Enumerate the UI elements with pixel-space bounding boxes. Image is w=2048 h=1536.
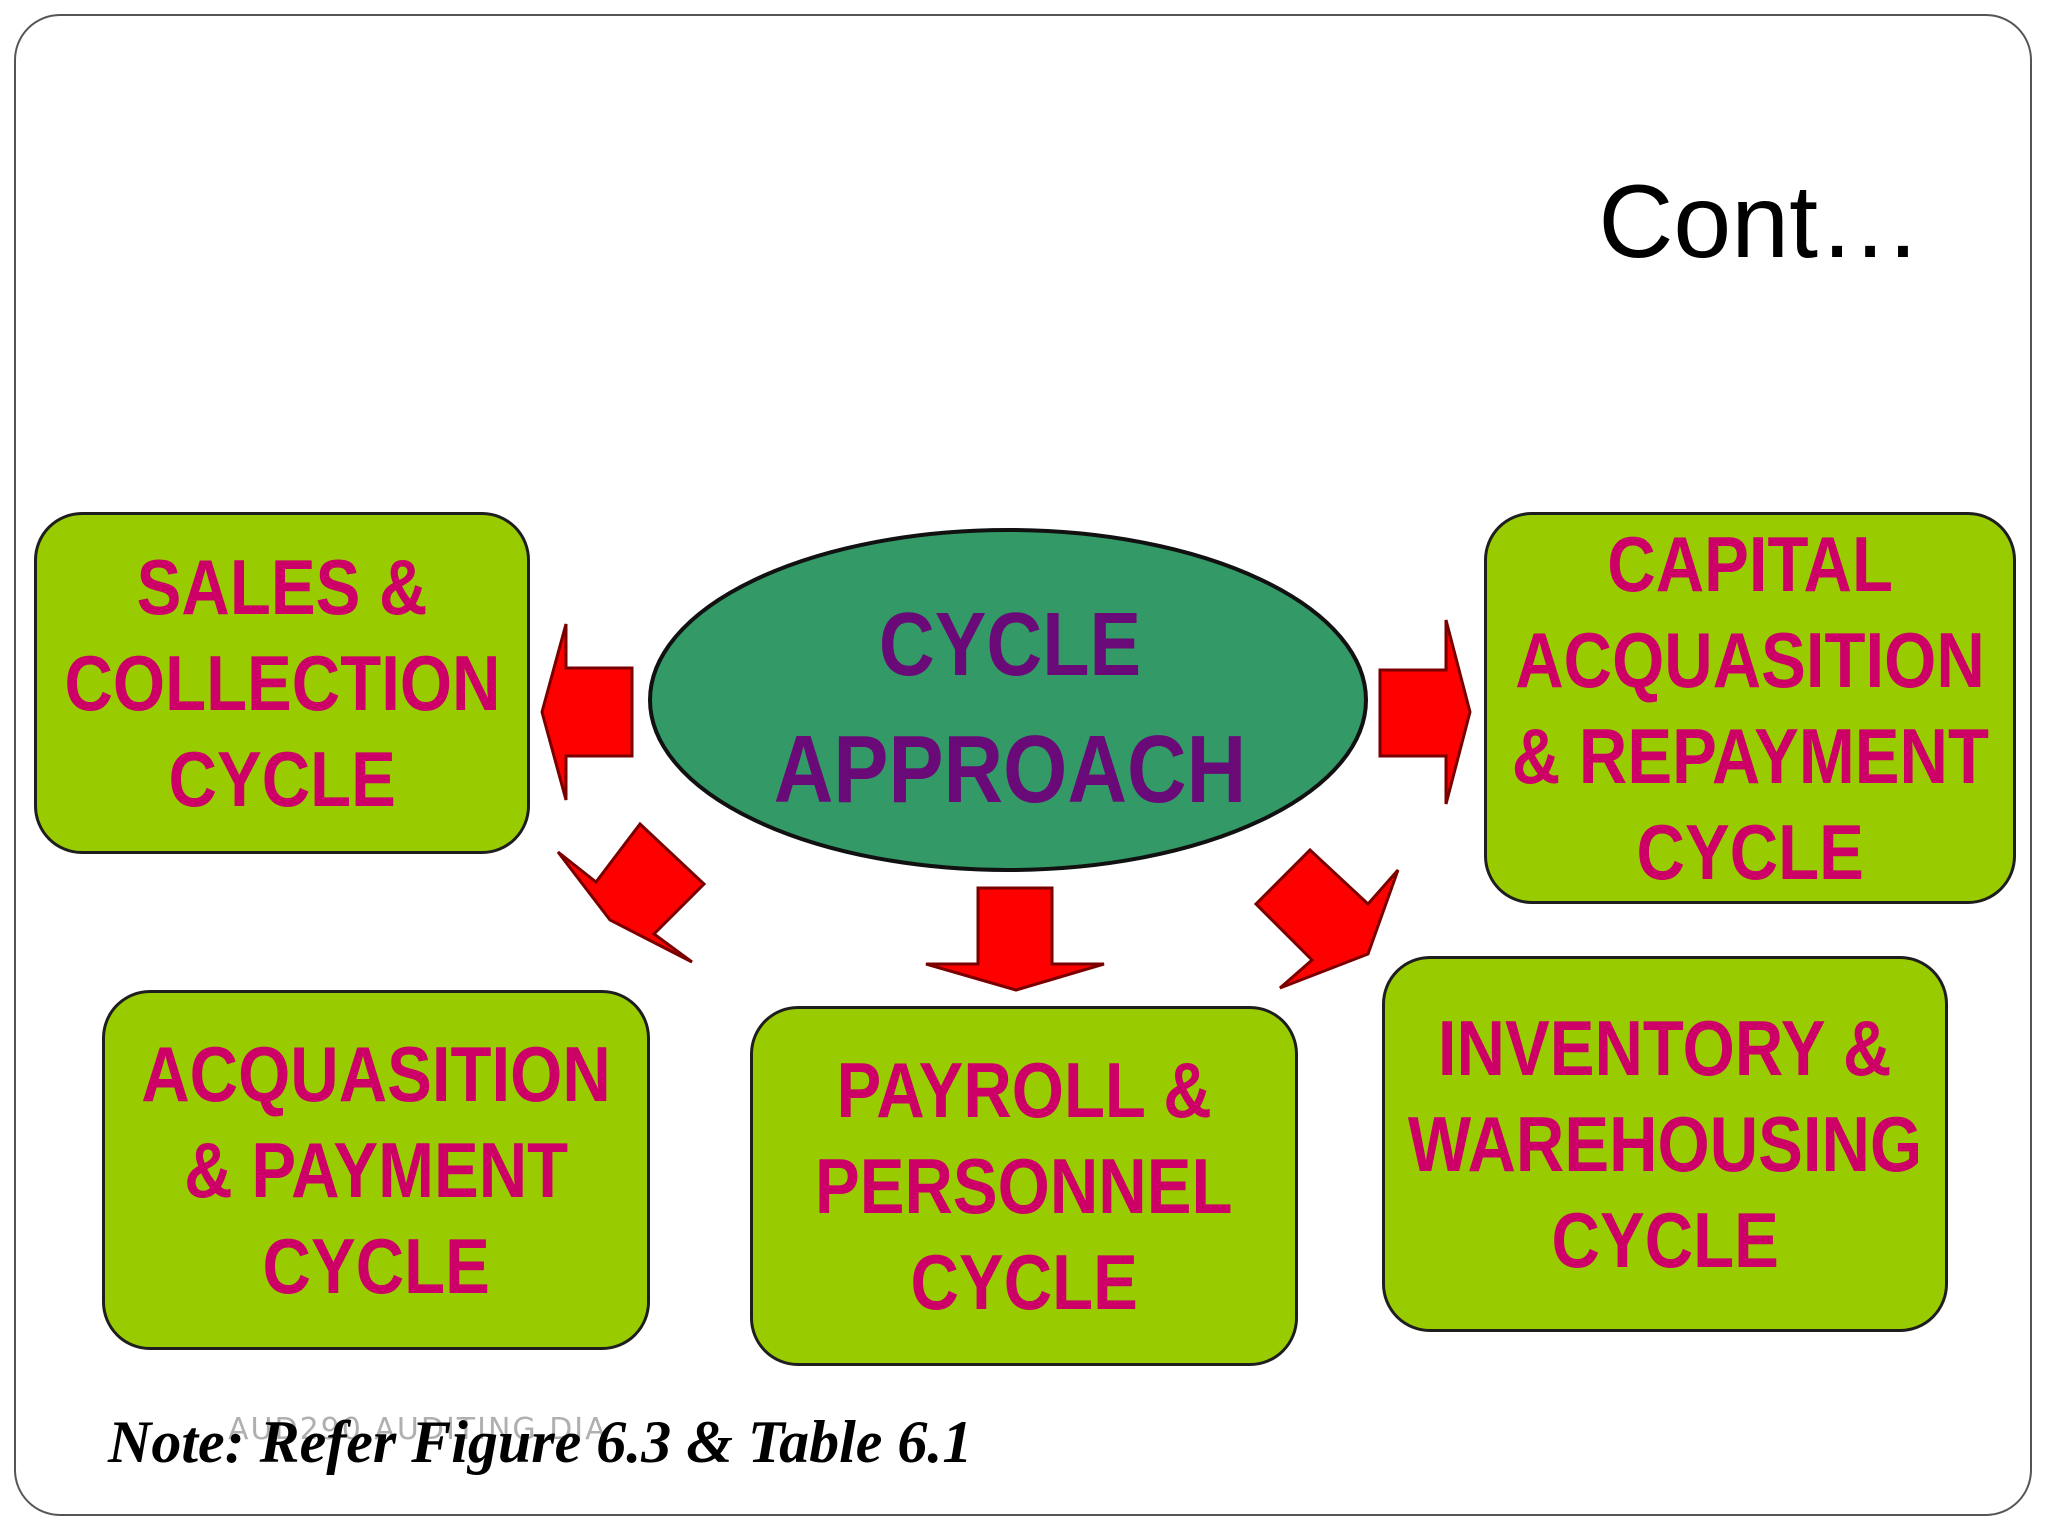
footer-course-code: AUD290 AUDITING DIA [228, 1412, 608, 1447]
box-line: & REPAYMENT [1511, 712, 1989, 800]
arrow-to-payroll [925, 886, 1105, 992]
box-line: CYCLE [168, 735, 396, 823]
center-label-cycle: CYCLE [878, 595, 1142, 695]
arrow-to-sales [540, 623, 634, 801]
box-line: INVENTORY & [1438, 1004, 1892, 1092]
box-line: & PAYMENT [184, 1126, 568, 1214]
box-line: CAPITAL [1607, 520, 1893, 608]
arrow-to-acquisition [556, 821, 707, 964]
box-line: COLLECTION [64, 639, 500, 727]
capital-acquasition-box: CAPITAL ACQUASITION & REPAYMENT CYCLE [1484, 512, 2016, 904]
slide-title: Cont… [1598, 164, 1922, 280]
payroll-personnel-box: PAYROLL & PERSONNEL CYCLE [750, 1006, 1298, 1366]
slide-frame [14, 14, 2032, 1516]
box-line: SALES & [136, 543, 428, 631]
reference-note: Note: Refer Figure 6.3 & Table 6.1 [108, 1409, 973, 1475]
box-line: WAREHOUSING [1407, 1100, 1923, 1188]
box-line: PERSONNEL [815, 1142, 1233, 1230]
box-line: ACQUASITION [1515, 616, 1985, 704]
box-line: CYCLE [262, 1222, 490, 1310]
center-label-approach: APPROACH [773, 716, 1247, 823]
box-line: CYCLE [1636, 808, 1864, 896]
box-line: CYCLE [910, 1238, 1138, 1326]
arrow-to-capital [1378, 619, 1472, 805]
acquasition-payment-box: ACQUASITION & PAYMENT CYCLE [102, 990, 650, 1350]
arrow-to-inventory [1253, 847, 1400, 990]
box-line: ACQUASITION [141, 1030, 611, 1118]
box-line: PAYROLL & [836, 1046, 1212, 1134]
inventory-warehousing-box: INVENTORY & WAREHOUSING CYCLE [1382, 956, 1948, 1332]
box-line: CYCLE [1551, 1196, 1779, 1284]
center-ellipse [648, 528, 1368, 872]
sales-collection-box: SALES & COLLECTION CYCLE [34, 512, 530, 854]
